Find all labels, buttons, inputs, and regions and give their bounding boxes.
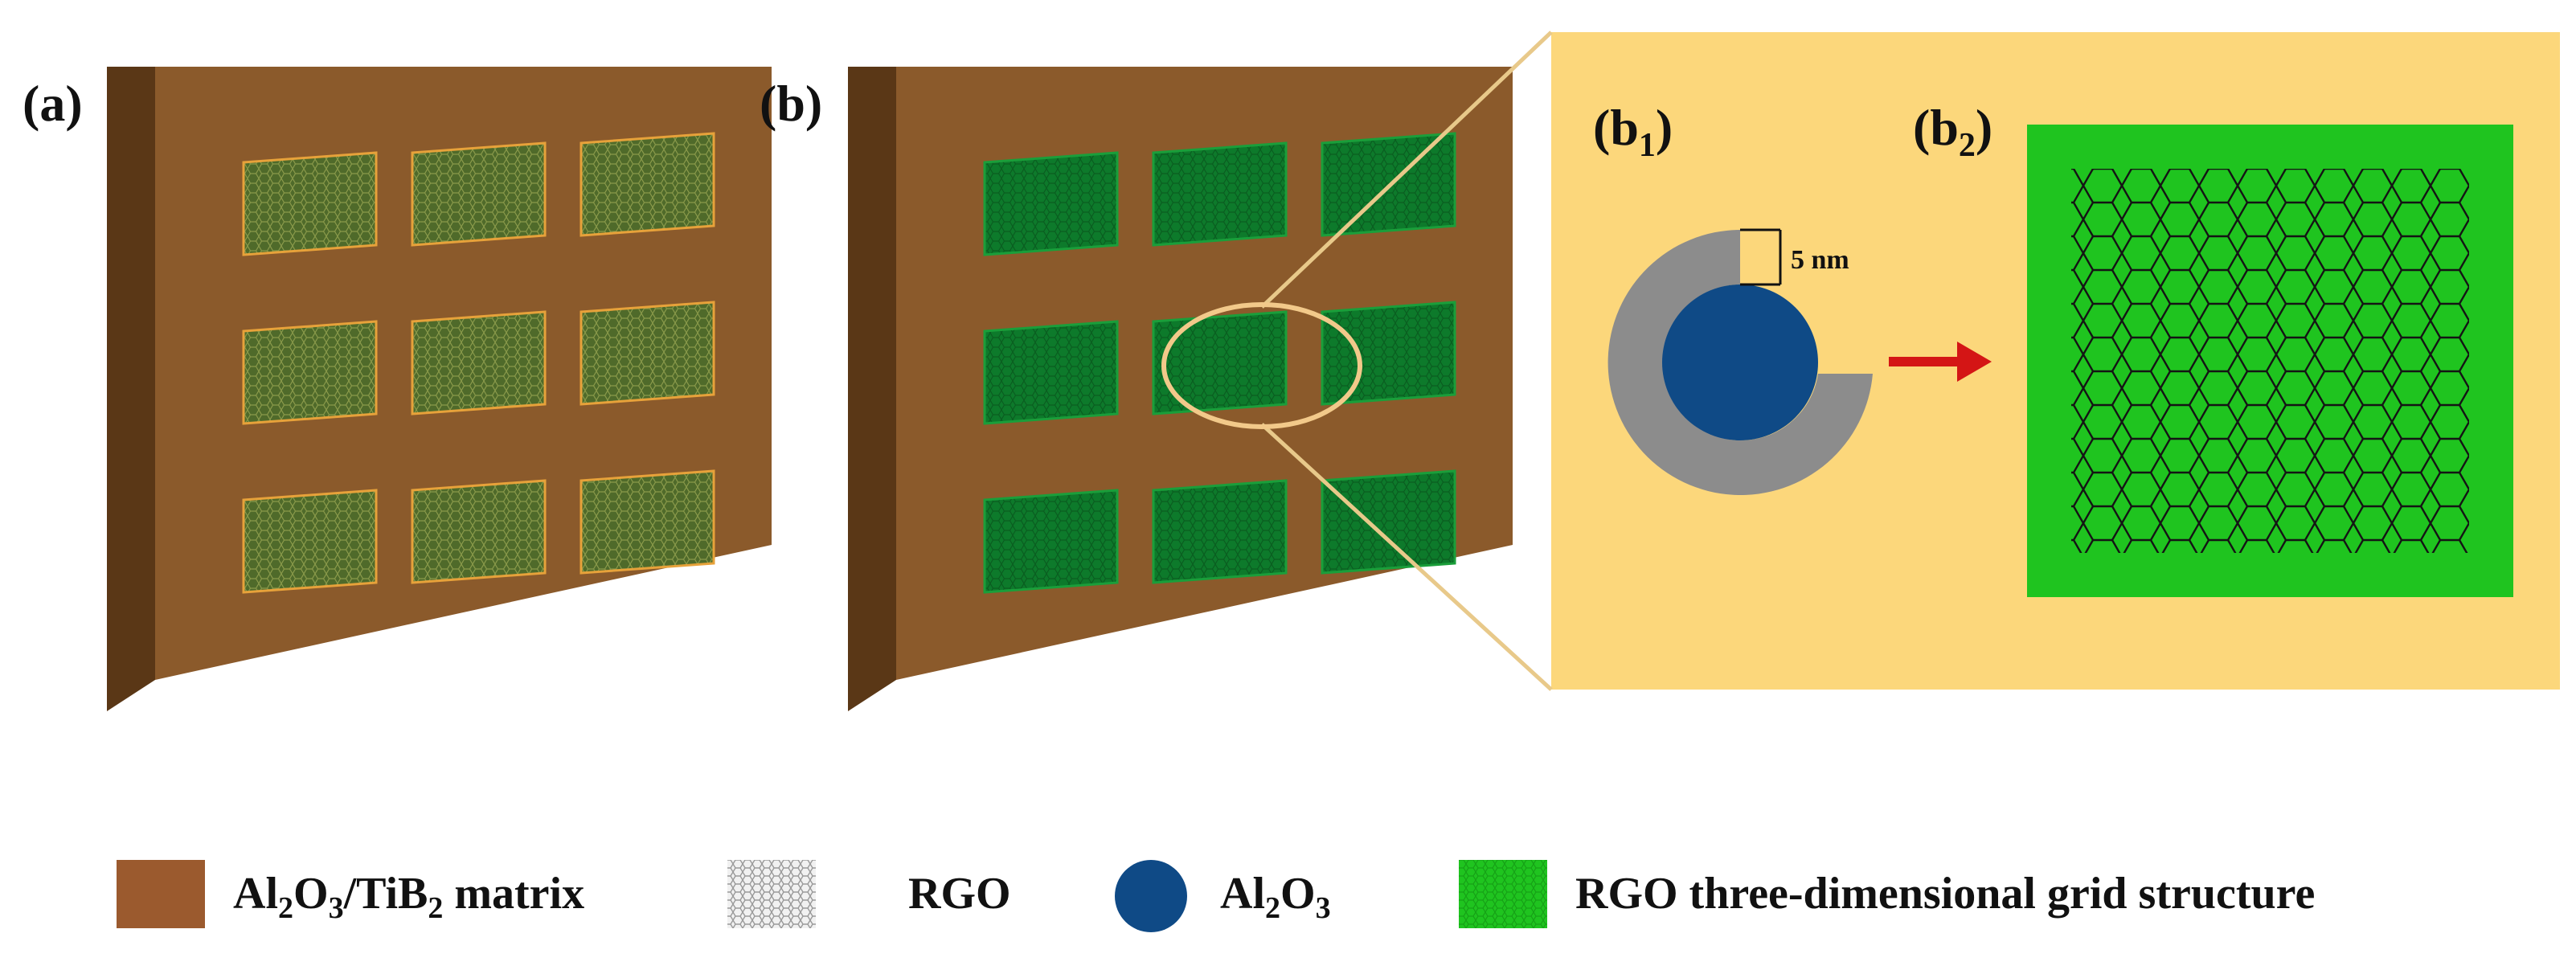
zoom-line-bottom [1260,423,1553,691]
panel-b1-label: (b1) [1593,99,1673,164]
panel-b2-label: (b2) [1913,99,1992,164]
legend-swatch-rgo [727,860,816,928]
zoom-inset: (b1) 5 nm (b2) [1161,31,2560,691]
legend-label-grid: RGO three-dimensional grid structure [1575,869,2315,919]
dimension-marker [1740,228,1782,286]
zoom-line-top [1260,31,1553,309]
grid-patch [1152,310,1288,415]
al2o3-core [1662,284,1818,440]
panel-b: (b) [760,67,1513,711]
grid-patch [1321,469,1456,575]
rgo-shell [1607,230,1873,495]
matrix-block-side [848,67,896,711]
legend-item-grid: RGO three-dimensional grid structure [1459,860,2315,928]
rgo-patch [411,141,547,247]
legend-swatch-al2o3 [1115,860,1187,932]
rgo-patch [242,489,378,594]
panel-b-label: (b) [760,75,822,132]
grid-patch [983,320,1119,425]
grid-patch-grid [983,132,1456,594]
hexagonal-grid [2071,169,2469,553]
panel-b2: (b2) [1913,99,2513,597]
rgo-patch [411,310,547,415]
legend-label-matrix: Al2O3/TiB2 matrix [233,869,584,925]
grid-patch [983,489,1119,594]
grid-patch [983,151,1119,256]
rgo-patch [579,469,715,575]
legend: Al2O3/TiB2 matrix RGO Al2O3 RGO three-di… [117,860,2315,932]
matrix-block-side [107,67,155,711]
legend-label-rgo: RGO [908,869,1011,919]
rgo-patch [411,479,547,584]
panel-a-label: (a) [23,75,83,132]
legend-item-rgo: RGO [727,860,1011,928]
legend-item-matrix: Al2O3/TiB2 matrix [117,860,584,928]
panel-b1: (b1) 5 nm [1593,99,1873,495]
rgo-patch [579,301,715,406]
rgo-patch [242,320,378,425]
grid-patch [1152,141,1288,247]
legend-label-al2o3: Al2O3 [1220,869,1331,925]
legend-item-al2o3: Al2O3 [1115,860,1331,932]
grid-patch [1152,479,1288,584]
zoom-highlight-ellipse [1161,302,1362,429]
rgo-patch-grid [242,132,715,594]
rgo-patch [242,151,378,256]
grid-patch [1321,301,1456,406]
dimension-label: 5 nm [1791,245,1849,275]
rgo-patch [579,132,715,237]
transition-arrow [1889,342,1992,382]
panel-a: (a) [23,67,772,711]
legend-swatch-matrix [117,860,205,928]
legend-swatch-grid [1459,860,1547,928]
